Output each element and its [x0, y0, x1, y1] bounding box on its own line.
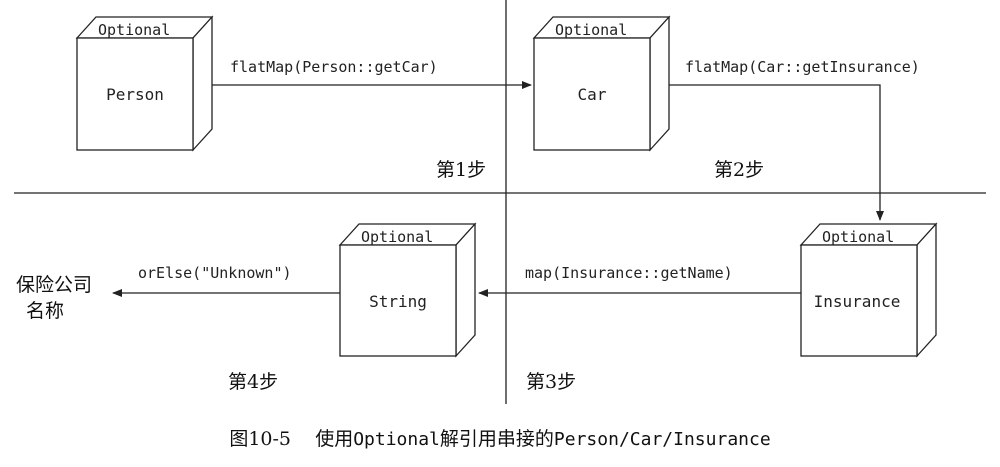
map-insurance-label: map(Insurance::getName): [525, 264, 733, 282]
caption-code-optional: Optional: [353, 429, 440, 450]
caption-spacer: [291, 428, 315, 450]
insurance-label: Insurance: [814, 292, 901, 311]
result-label-line1: 保险公司: [16, 274, 92, 296]
optional-car-box: Optional Car: [532, 15, 671, 152]
optional-string-header: Optional: [361, 228, 433, 246]
optional-car-header: Optional: [555, 21, 627, 39]
optional-string-box: Optional String: [338, 222, 477, 358]
arrow-car-to-insurance: [669, 84, 884, 221]
optional-person-box: Optional Person: [75, 15, 214, 152]
optional-person-header: Optional: [98, 21, 170, 39]
person-label: Person: [106, 85, 164, 104]
result-label-line2: 名称: [26, 300, 64, 322]
optional-insurance-box: Optional Insurance: [799, 222, 938, 358]
caption-text-middle: 解引用串接的: [439, 428, 554, 450]
flatmap-car-label: flatMap(Car::getInsurance): [685, 58, 920, 76]
figure-caption: 图10-5 使用Optional解引用串接的Person/Car/Insuran…: [0, 424, 1000, 451]
step4-label: 第4步: [228, 371, 278, 393]
optional-insurance-header: Optional: [822, 228, 894, 246]
car-label: Car: [578, 85, 607, 104]
step2-label: 第2步: [714, 159, 764, 181]
orelse-label: orElse("Unknown"): [138, 264, 292, 282]
caption-code-classes: Person/Car/Insurance: [553, 429, 771, 450]
step1-label: 第1步: [436, 159, 486, 181]
caption-text-before: 使用: [315, 428, 354, 450]
step3-label: 第3步: [526, 371, 576, 393]
flatmap-person-label: flatMap(Person::getCar): [230, 58, 438, 76]
string-label: String: [369, 292, 427, 311]
figure-number: 图10-5: [229, 428, 292, 450]
